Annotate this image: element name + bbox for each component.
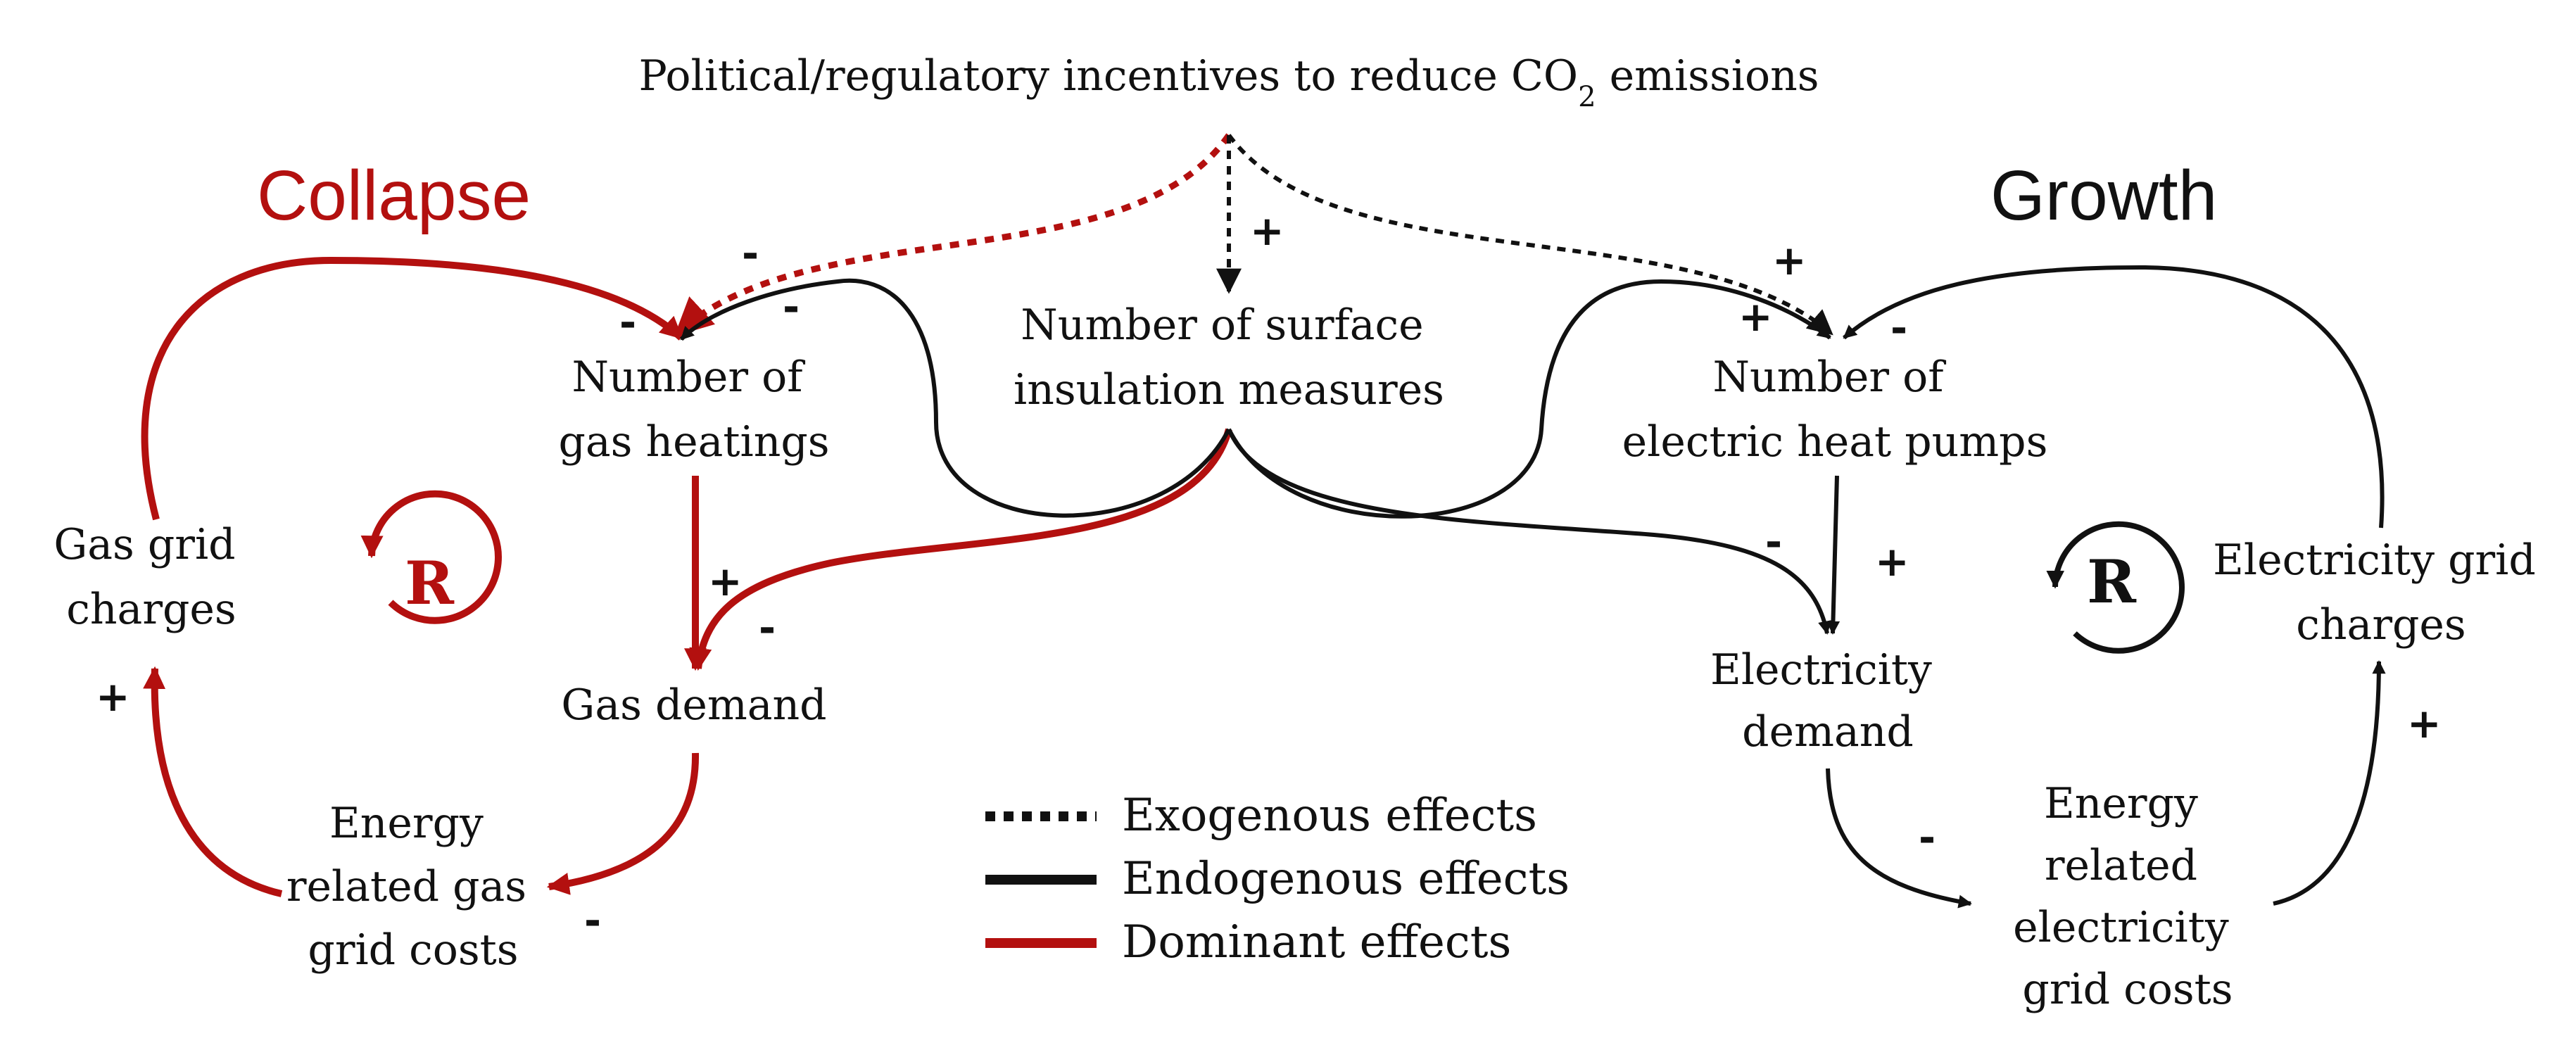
sign-elec-costs-to-charges: + — [2407, 700, 2442, 747]
insulation-to-gas-heatings-arrow — [679, 278, 1231, 518]
sign-elec-demand-to-costs: - — [1919, 814, 1936, 861]
sign-insulation-to-gas-heatings: - — [783, 283, 800, 331]
electricity-charges-to-heat-pumps-arrow — [1843, 265, 2385, 529]
collapse-loop-circle — [360, 490, 502, 624]
electricity-costs-to-charges-arrow — [2273, 660, 2386, 906]
sign-policy-to-insulation: + — [1250, 207, 1284, 255]
sign-insulation-to-gas-demand: - — [759, 604, 776, 652]
sign-elec-charges-to-heat-pumps: - — [1890, 304, 1907, 352]
gas-heatings-label: Number of gas heatings — [558, 353, 829, 467]
sign-charges-to-gas-heatings: - — [619, 298, 636, 346]
growth-loop-label: R — [2087, 547, 2137, 616]
gas-demand-to-gas-costs-arrow — [546, 752, 700, 895]
collapse-reinforcing-loop: R — [360, 490, 502, 624]
policy-to-gas-heatings-arrow — [674, 133, 1232, 336]
policy-to-heat-pumps-arrow — [1227, 134, 1833, 336]
sign-policy-to-heat-pumps: + — [1772, 236, 1807, 284]
policy-incentives-label: Political/regulatory incentives to reduc… — [638, 51, 1819, 113]
legend-exogenous-label: Exogenous effects — [1122, 790, 1537, 842]
electricity-demand-to-costs-arrow — [1826, 768, 1972, 909]
gas-costs-to-gas-charges-arrow — [143, 666, 283, 897]
gas-grid-costs-label: Energy related gas grid costs — [286, 799, 540, 975]
sign-costs-to-gas-charges: + — [96, 673, 130, 721]
sign-insulation-to-heat-pumps: + — [1738, 293, 1773, 341]
insulation-to-electricity-demand-arrow — [1227, 428, 1832, 635]
sign-gas-demand-to-costs: - — [584, 897, 601, 944]
collapse-loop-label: R — [405, 548, 455, 618]
legend: Exogenous effects Endogenous effects Dom… — [985, 790, 1570, 968]
insulation-measures-label: Number of surface insulation measures — [1014, 301, 1444, 415]
growth-loop-circle — [2046, 521, 2185, 654]
sign-policy-to-gas-heatings: - — [742, 229, 759, 277]
gas-grid-charges-label: Gas grid charges — [53, 520, 248, 634]
electricity-demand-label: Electricity demand — [1710, 645, 1945, 757]
collapse-heading: Collapse — [257, 156, 531, 235]
growth-heading: Growth — [1990, 156, 2217, 235]
gas-charges-to-gas-heatings-arrow — [141, 256, 684, 521]
heat-pumps-label: Number of electric heat pumps — [1622, 353, 2048, 467]
gas-demand-label: Gas demand — [561, 681, 826, 730]
growth-reinforcing-loop: R — [2046, 521, 2185, 654]
sign-heat-pumps-to-elec-demand: + — [1875, 538, 1909, 586]
insulation-to-heat-pumps-arrow — [1227, 279, 1831, 519]
legend-endogenous-label: Endogenous effects — [1122, 853, 1570, 905]
legend-dominant-label: Dominant effects — [1122, 916, 1511, 968]
heat-pumps-to-electricity-demand-arrow — [1826, 475, 1841, 635]
insulation-to-gas-demand-arrow — [689, 428, 1232, 671]
sign-insulation-to-elec-demand: - — [1765, 518, 1782, 566]
sign-gas-heatings-to-gas-demand: + — [708, 557, 743, 605]
electricity-grid-charges-label: Electricity grid charges — [2213, 536, 2549, 650]
electricity-grid-costs-label: Energy related electricity grid costs — [2013, 779, 2242, 1014]
